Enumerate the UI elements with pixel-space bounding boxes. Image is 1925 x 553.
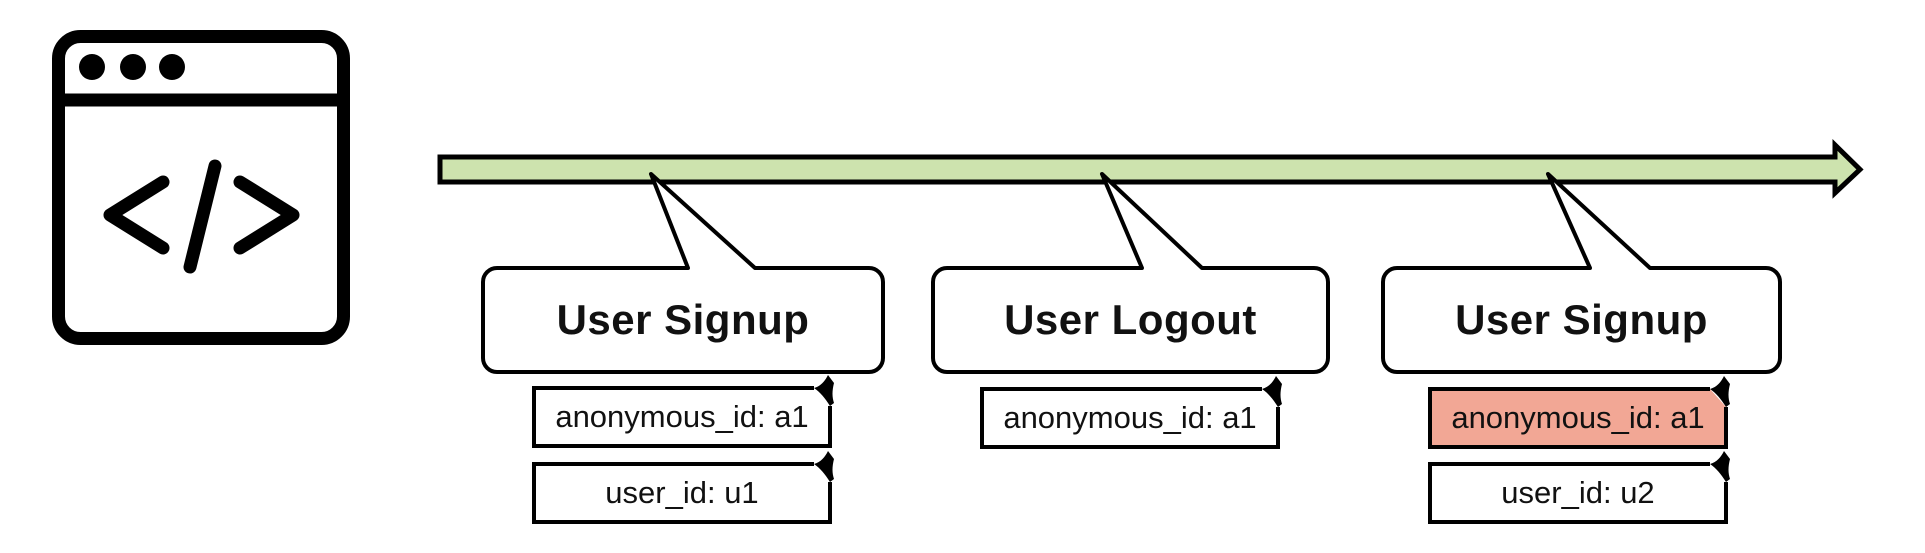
note-shape: [1428, 376, 1730, 449]
event-callout: [481, 172, 885, 374]
note-shape: [1428, 451, 1730, 524]
note-border: [532, 386, 832, 448]
note-corner-fold-icon: [1710, 376, 1730, 407]
note-background: [982, 389, 1278, 447]
note-label: anonymous_id: a1: [1451, 400, 1705, 435]
note-label: anonymous_id: a1: [1003, 400, 1257, 435]
note: user_id: u1: [532, 451, 834, 524]
browser-code-icon: [52, 30, 350, 345]
event-title: User Logout: [1004, 296, 1257, 343]
callout-bubble-shape: [481, 172, 885, 374]
window-dot-icon: [120, 54, 146, 80]
note-background: [534, 464, 830, 522]
note: anonymous_id: a1: [980, 376, 1282, 449]
note-label: user_id: u2: [1501, 475, 1655, 510]
note-corner-fold-icon: [1262, 376, 1282, 407]
callout-bubble-shape: [931, 172, 1330, 374]
event-title: User Signup: [1455, 296, 1708, 343]
note: anonymous_id: a1: [532, 375, 834, 448]
note-background: [534, 388, 830, 446]
note-label: anonymous_id: a1: [555, 399, 809, 434]
note-border: [1428, 462, 1728, 524]
note: anonymous_id: a1: [1428, 376, 1730, 449]
note-border: [1428, 387, 1728, 449]
note-corner-fold-icon: [814, 375, 834, 406]
note-label: user_id: u1: [605, 475, 759, 510]
note-shape: [532, 451, 834, 524]
window-dot-icon: [159, 54, 185, 80]
note-background-highlighted: [1430, 389, 1726, 447]
window-dot-icon: [79, 54, 105, 80]
timeline-arrow-shape: [437, 139, 1864, 199]
browser-window-frame: [52, 30, 350, 345]
note: user_id: u2: [1428, 451, 1730, 524]
callout-bubble-shape: [1381, 172, 1782, 374]
note-border: [980, 387, 1280, 449]
timeline-arrow: [437, 139, 1864, 199]
note-corner-fold-icon: [814, 451, 834, 482]
note-shape: [980, 376, 1282, 449]
code-icon: [103, 159, 300, 274]
event-title: User Signup: [556, 296, 810, 343]
note-background: [1430, 464, 1726, 522]
note-corner-fold-icon: [1710, 451, 1730, 482]
event-callout: [1381, 172, 1782, 374]
note-shape: [532, 375, 834, 448]
note-border: [532, 462, 832, 524]
event-callout: [931, 172, 1330, 374]
